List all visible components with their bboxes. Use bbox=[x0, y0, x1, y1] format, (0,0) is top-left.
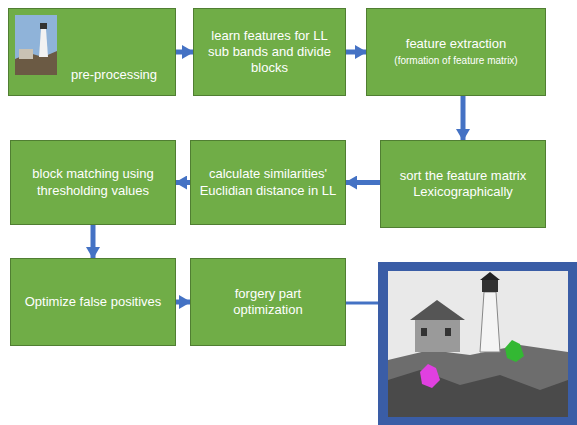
thumb-tower bbox=[39, 29, 48, 57]
forgery-mark-green bbox=[505, 340, 524, 362]
box-label: Optimize false positives bbox=[25, 294, 162, 310]
house bbox=[415, 318, 460, 352]
flow-arrow bbox=[346, 180, 380, 185]
box-label: forgery part optimization bbox=[199, 286, 337, 319]
box-label: block matching using thresholding values bbox=[19, 166, 167, 199]
flow-arrow bbox=[176, 180, 190, 185]
window bbox=[421, 328, 427, 336]
lighthouse-cap bbox=[480, 272, 500, 280]
process-box: calculate similarities' Euclidian distan… bbox=[190, 140, 346, 225]
process-box: feature extraction (formation of feature … bbox=[366, 8, 546, 96]
result-link-line bbox=[346, 302, 378, 305]
thumb-lamp bbox=[40, 23, 47, 29]
process-box: block matching using thresholding values bbox=[10, 140, 176, 225]
thumb-house bbox=[19, 49, 33, 59]
window bbox=[445, 328, 451, 336]
flow-arrow bbox=[461, 96, 466, 140]
rocks bbox=[388, 345, 568, 417]
lighthouse-tower bbox=[480, 292, 500, 352]
house-roof bbox=[410, 300, 465, 320]
flow-arrow bbox=[346, 50, 366, 55]
process-box: forgery part optimization bbox=[190, 258, 346, 346]
preprocess-box: pre-processing bbox=[8, 8, 176, 96]
image-frame bbox=[378, 262, 577, 425]
box-subtext: (formation of feature matrix) bbox=[394, 55, 517, 68]
thumbnail-image bbox=[15, 15, 57, 75]
lighthouse-lamp bbox=[482, 280, 498, 292]
box-label: calculate similarities' Euclidian distan… bbox=[199, 166, 337, 199]
image-sky bbox=[388, 271, 568, 417]
flow-arrow bbox=[176, 50, 193, 55]
process-box: learn features for LL sub bands and divi… bbox=[193, 8, 346, 96]
flow-arrow bbox=[91, 225, 96, 258]
process-box: Optimize false positives bbox=[10, 258, 176, 346]
box-label: learn features for LL sub bands and divi… bbox=[202, 28, 337, 77]
box-label: pre-processing bbox=[71, 67, 157, 83]
forgery-mark-magenta bbox=[420, 364, 440, 388]
rocks-front bbox=[388, 370, 568, 417]
box-label: feature extraction bbox=[406, 36, 506, 52]
thumb-sky bbox=[15, 15, 57, 75]
flow-arrow bbox=[176, 300, 190, 305]
process-box: sort the feature matrix Lexicographicall… bbox=[380, 140, 546, 228]
box-label: sort the feature matrix Lexicographicall… bbox=[389, 168, 537, 201]
